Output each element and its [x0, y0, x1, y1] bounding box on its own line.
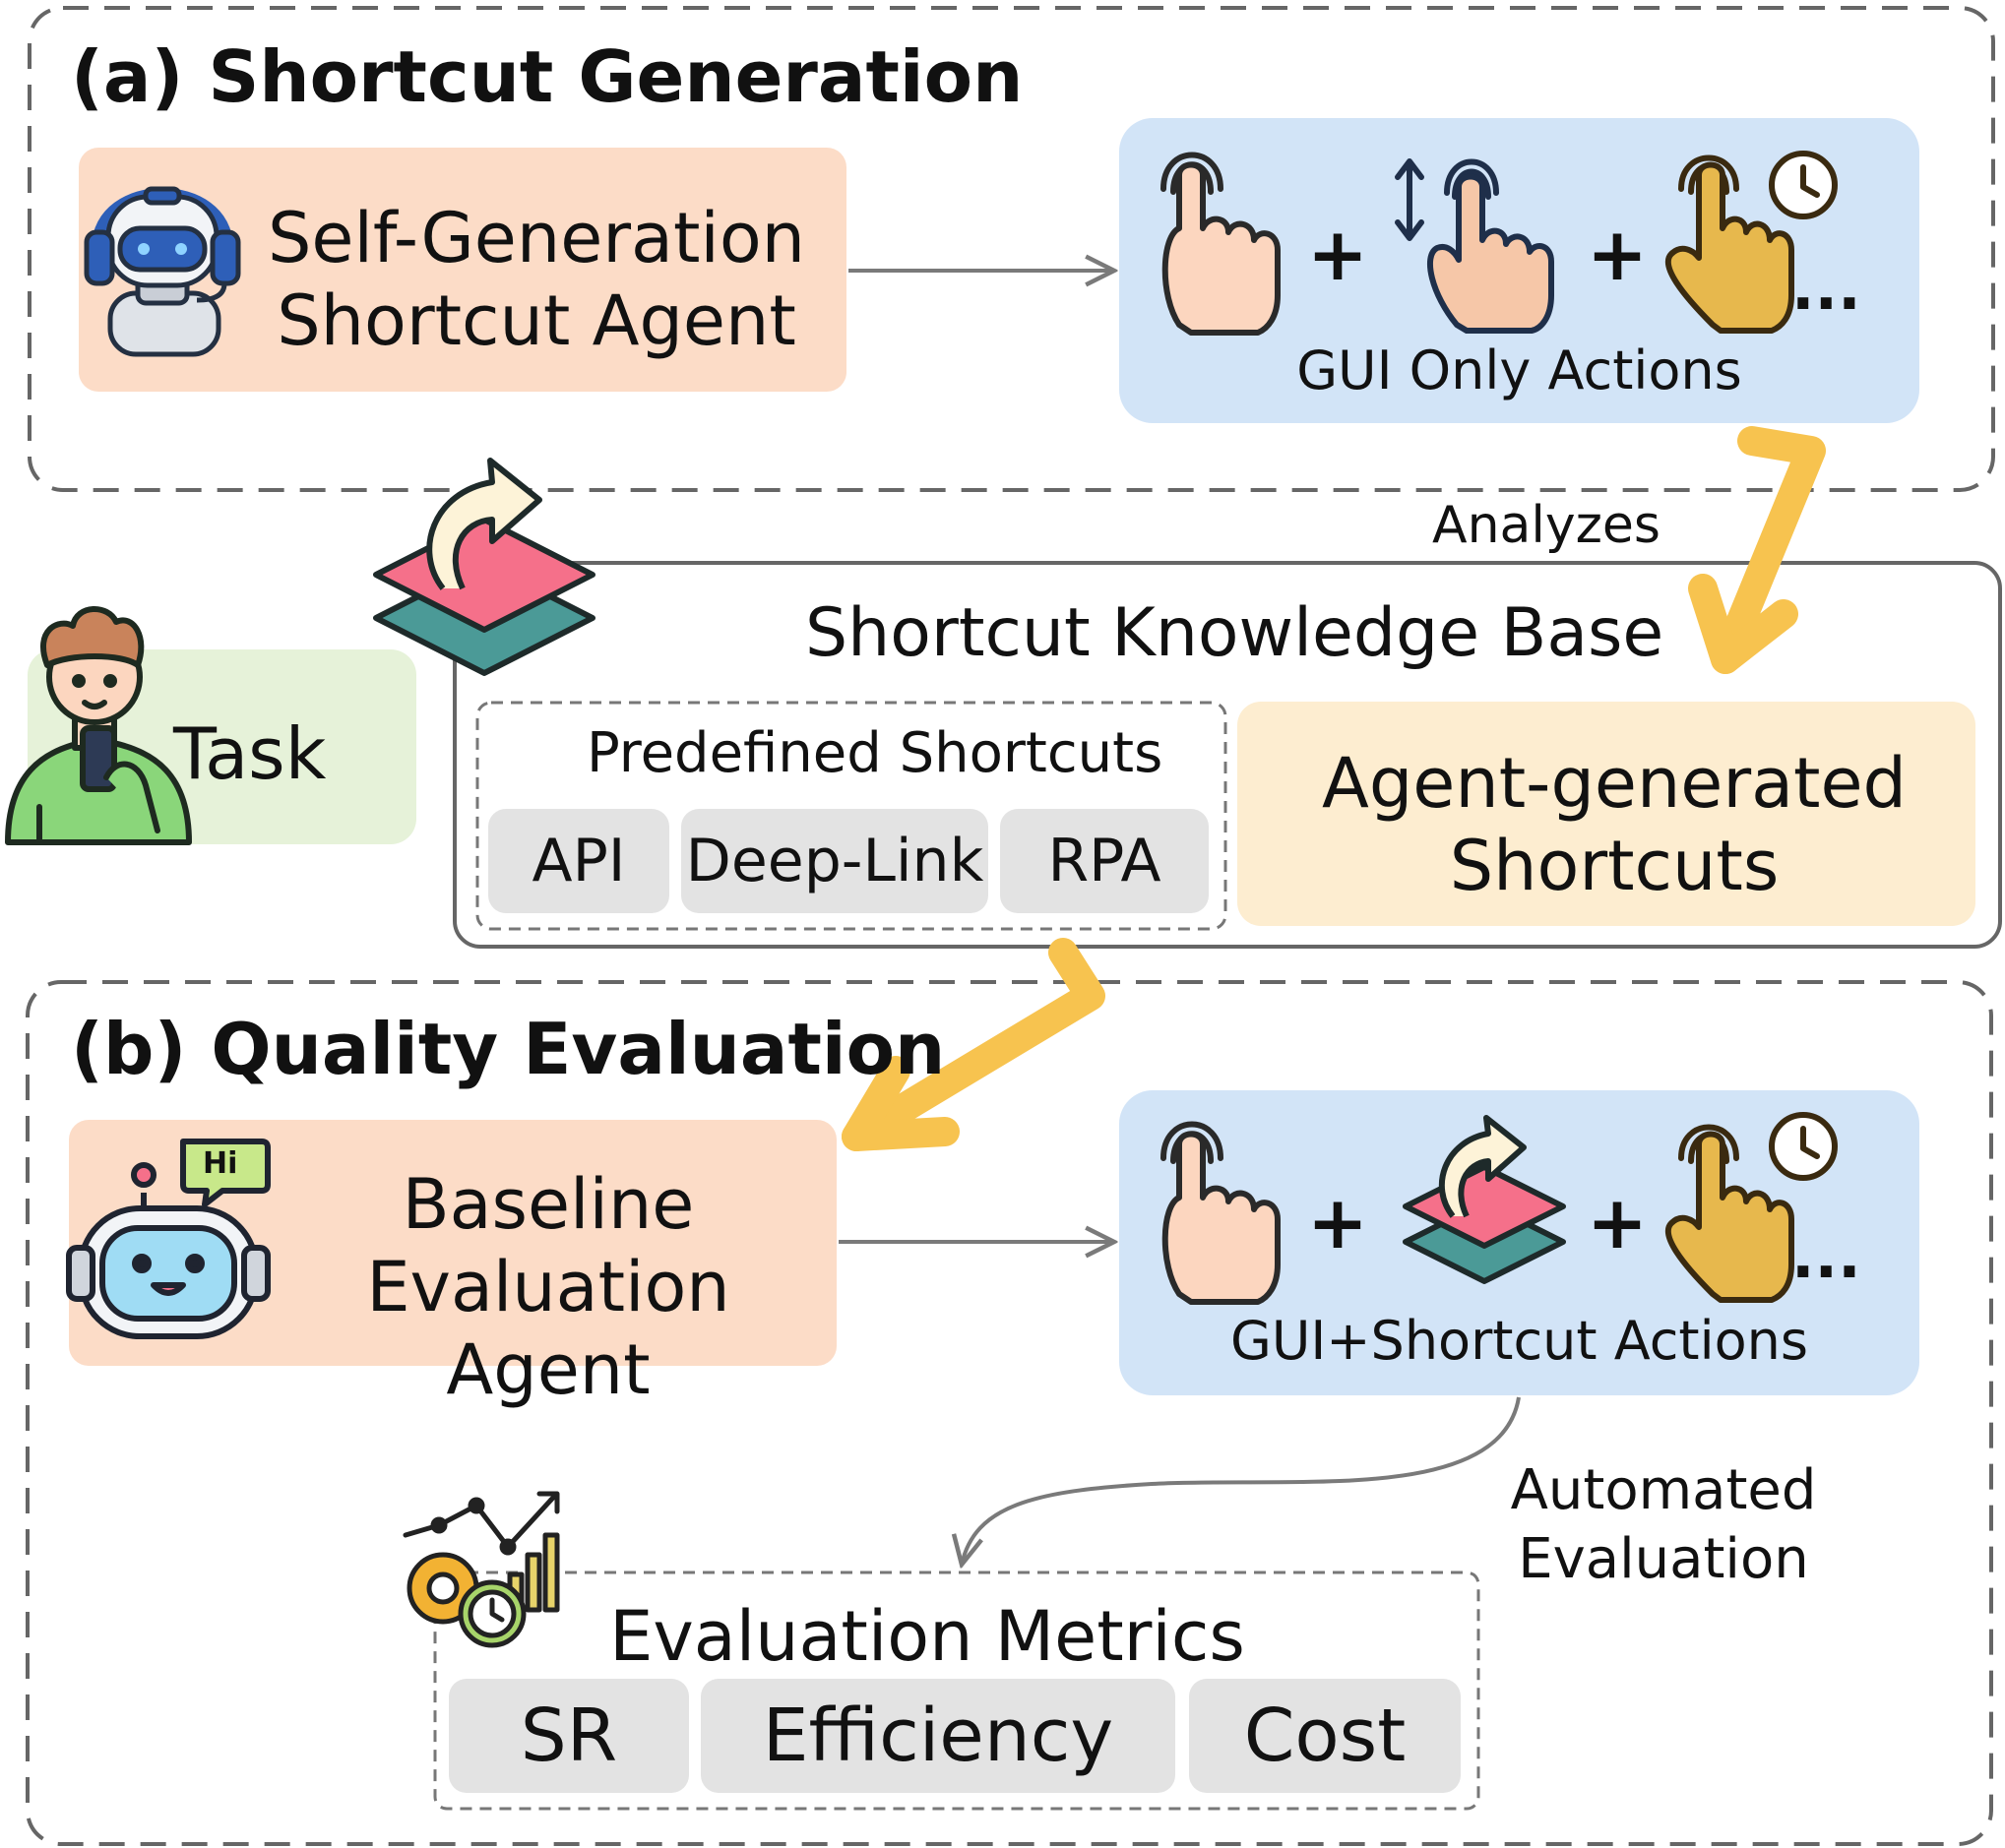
section-b-frame	[26, 980, 1993, 1846]
headset-robot-icon	[84, 186, 241, 357]
agent-generated-shortcuts-label: Agent-generated Shortcuts	[1321, 743, 1907, 906]
long-press-hand-icon-b	[1664, 1112, 1838, 1303]
baseline-agent-label: Baseline Evaluation Agent	[366, 1164, 730, 1410]
hi-robot-icon	[66, 1139, 271, 1339]
task-label: Task	[173, 712, 327, 795]
section-a-title: (a) Shortcut Generation	[71, 35, 1024, 118]
hi-bubble-text: Hi	[203, 1146, 238, 1181]
section-a-frame	[28, 6, 1995, 492]
shortcut-layers-icon-b	[1403, 1115, 1566, 1284]
evaluation-metrics-frame	[433, 1571, 1480, 1811]
long-press-hand-icon	[1664, 151, 1838, 334]
ellipsis: ...	[1791, 1220, 1861, 1292]
predefined-chip-rpa: RPA	[1000, 809, 1209, 913]
plus-sign: +	[1587, 213, 1649, 297]
agent-generated-box	[1237, 702, 1975, 926]
predefined-shortcuts-title: Predefined Shortcuts	[587, 721, 1163, 785]
evaluation-metrics-title: Evaluation Metrics	[609, 1596, 1245, 1677]
person-with-phone-icon	[5, 606, 192, 845]
ellipsis: ...	[1791, 252, 1861, 324]
gui-only-actions-label: GUI Only Actions	[1296, 339, 1742, 401]
predefined-shortcuts-frame	[475, 701, 1227, 931]
predefined-chip-api: API	[488, 809, 669, 913]
swipe-hand-icon	[1395, 158, 1554, 334]
analyzes-label: Analyzes	[1432, 496, 1660, 555]
knowledge-base-title: Shortcut Knowledge Base	[805, 594, 1664, 672]
tap-hand-icon-b	[1160, 1121, 1281, 1305]
gui-shortcut-actions-label: GUI+Shortcut Actions	[1230, 1310, 1808, 1372]
self-generation-agent-box	[79, 148, 846, 392]
automated-evaluation-arrow	[962, 1396, 1521, 1565]
plus-sign: +	[1587, 1181, 1649, 1265]
plus-sign: +	[1307, 1181, 1369, 1265]
self-generation-agent-label: Self-Generation Shortcut Agent	[267, 198, 806, 361]
plus-sign: +	[1307, 213, 1369, 297]
kb-to-baseline-arrow	[842, 938, 1105, 1151]
metric-sr: SR	[449, 1679, 689, 1793]
metrics-chart-icon	[403, 1491, 560, 1648]
automated-evaluation-label: Automated Evaluation	[1510, 1458, 1817, 1591]
analyzes-arrow	[1688, 426, 1826, 674]
section-b-title: (b) Quality Evaluation	[71, 1008, 946, 1090]
predefined-chip-deep-link: Deep-Link	[681, 809, 988, 913]
tap-hand-icon	[1160, 152, 1281, 336]
metric-efficiency: Efficiency	[701, 1679, 1175, 1793]
shortcut-layers-icon	[373, 458, 595, 676]
metric-cost: Cost	[1189, 1679, 1461, 1793]
